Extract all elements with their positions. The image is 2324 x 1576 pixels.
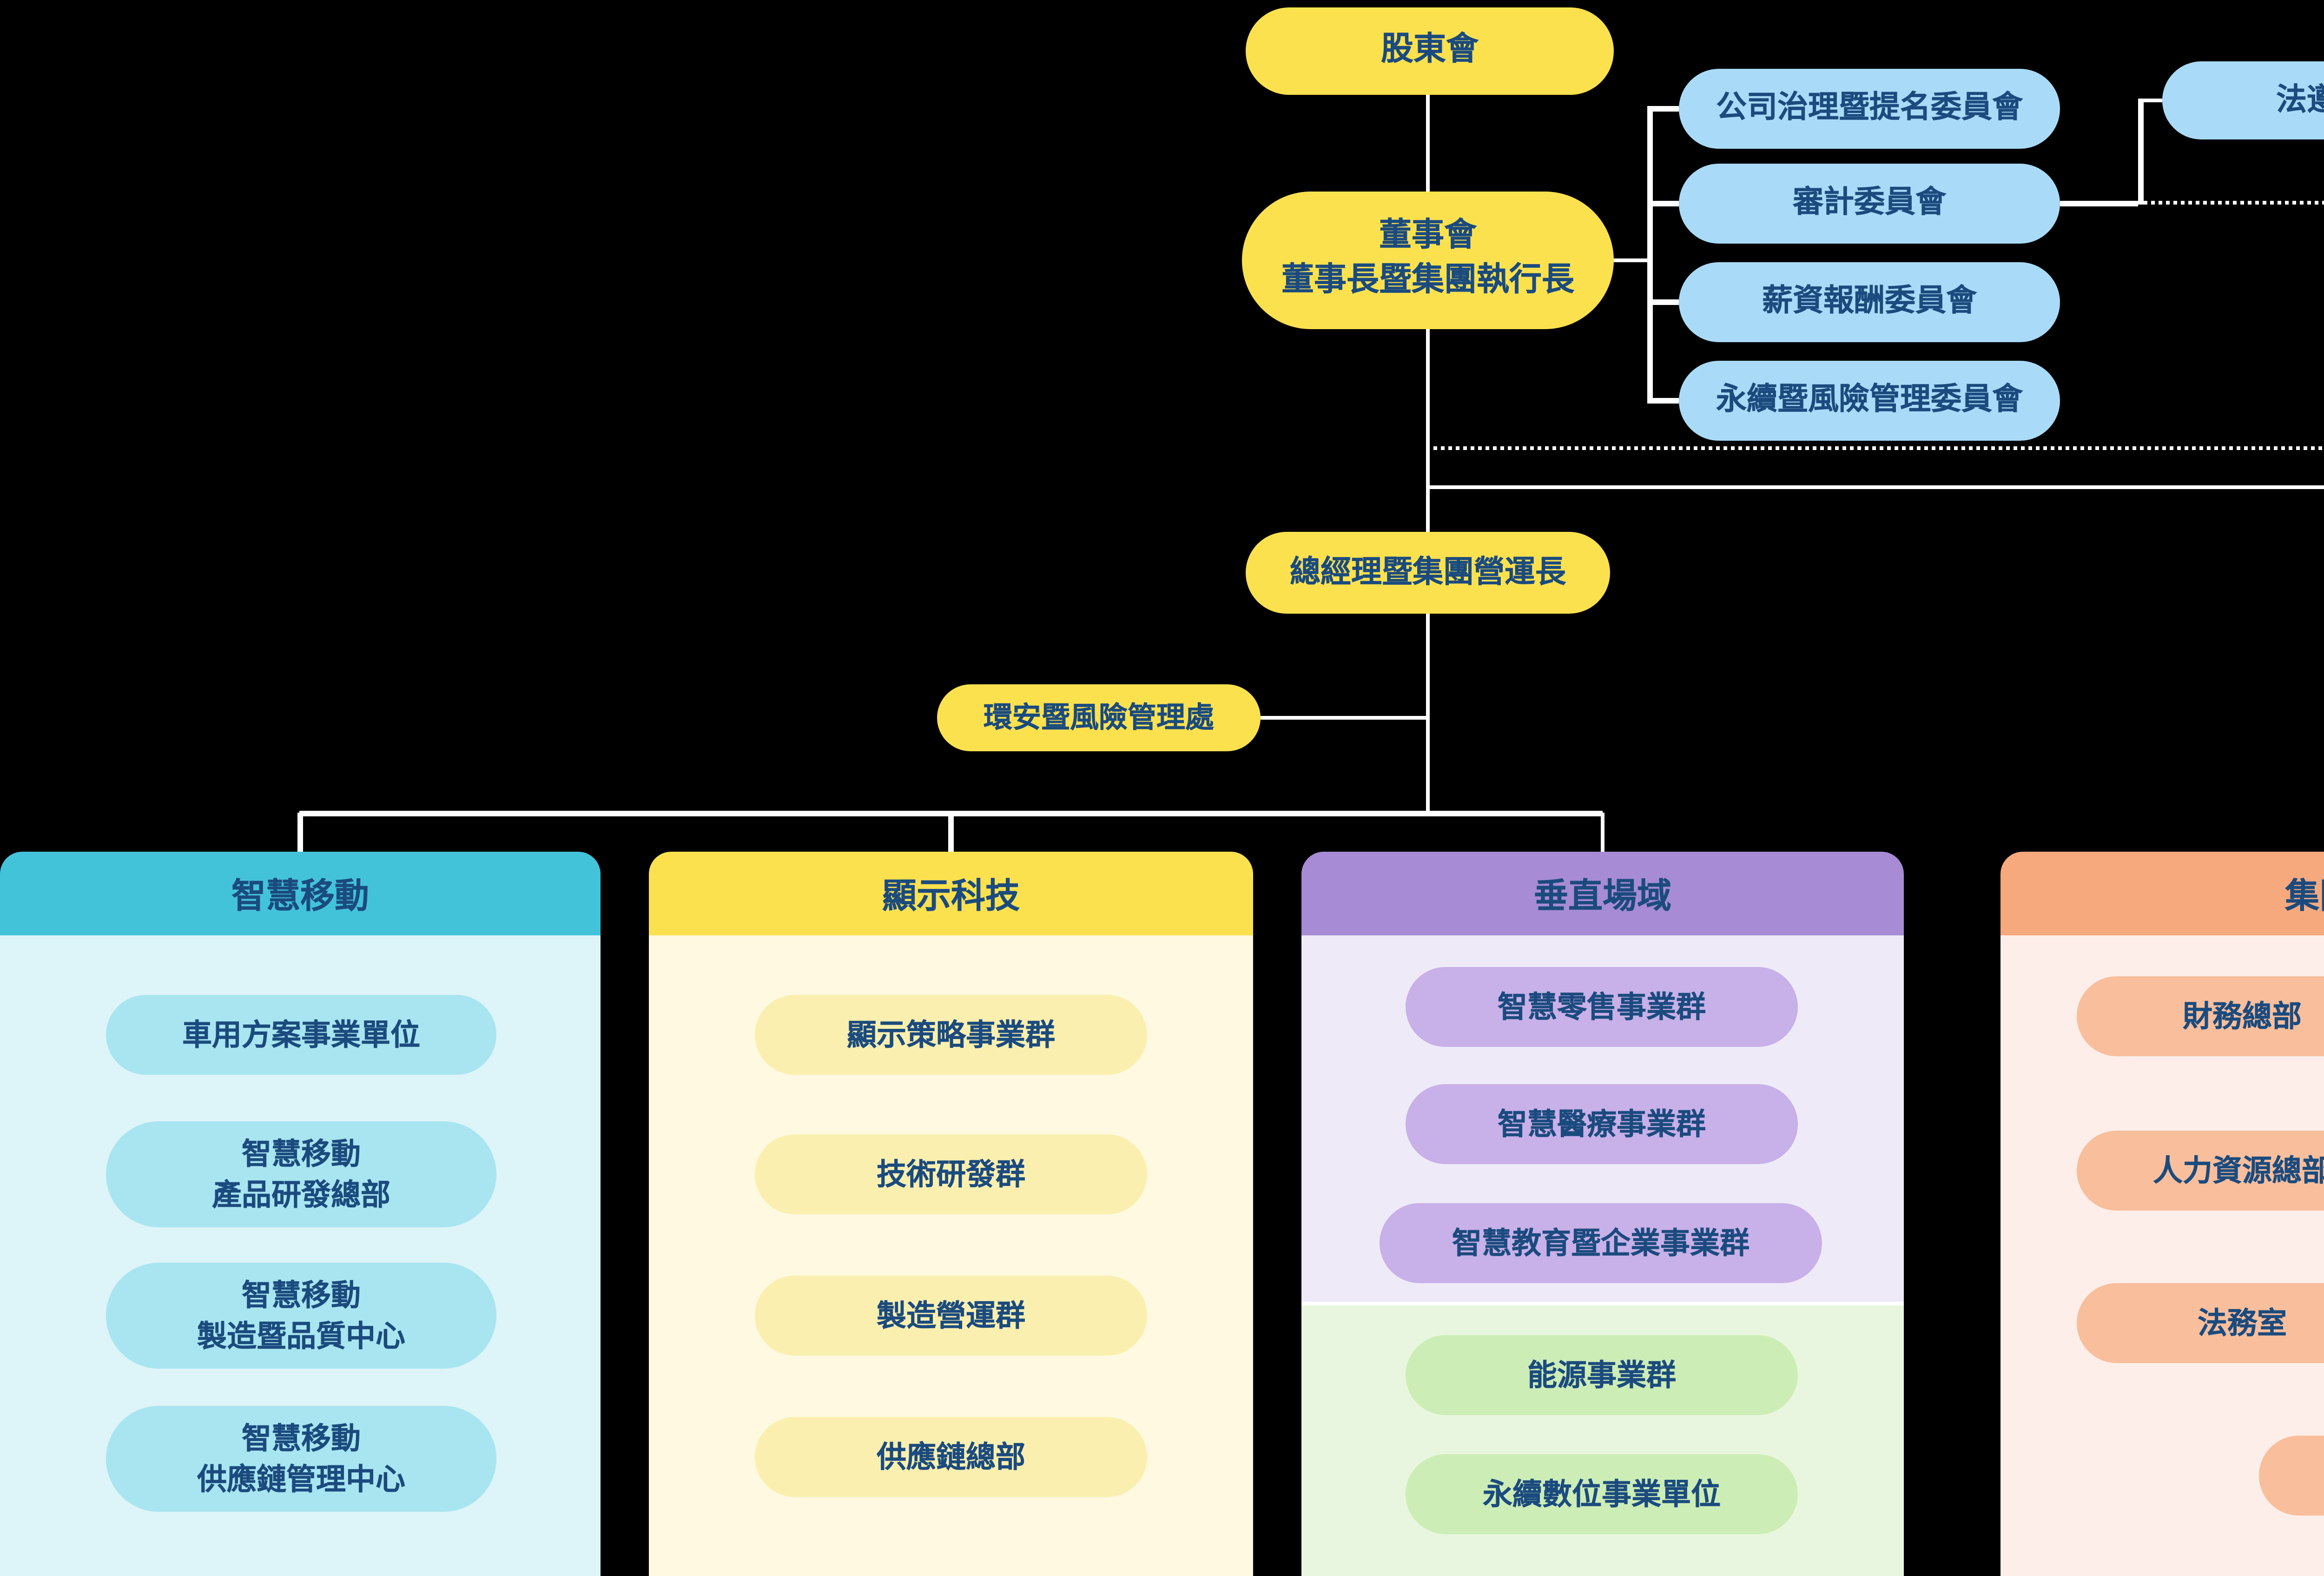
- connector-line: [1647, 300, 1679, 305]
- org-unit-pill: 能源事業群: [1406, 1335, 1798, 1415]
- committee-audit: 審計委員會: [1679, 164, 2060, 244]
- connector-line: [949, 813, 953, 852]
- connector-line: [1647, 201, 1679, 206]
- group-title: 顯示科技: [882, 877, 1020, 916]
- committee-compensation: 薪資報酬委員會: [1679, 262, 2060, 342]
- org-unit-pill: 車用方案事業單位: [106, 995, 496, 1075]
- node-shareholders-meeting: 股東會: [1246, 7, 1614, 95]
- group-vertical-domains: 垂直場域 智慧零售事業群 智慧醫療事業群 智慧教育暨企業事業群 能源事業群 永續…: [1301, 852, 1904, 1576]
- connector-line: [1614, 258, 1647, 263]
- org-unit-pill: 供應鏈總部: [755, 1417, 1147, 1497]
- org-unit-pill: 稽核管理處: [2259, 1436, 2324, 1516]
- connector-line: [1647, 398, 1679, 403]
- org-unit-pill: 人力資源總部: [2077, 1131, 2324, 1211]
- org-unit-pill: 智慧零售事業群: [1406, 967, 1798, 1047]
- group-header: 垂直場域: [1301, 852, 1904, 935]
- org-unit-pill: 顯示策略事業群: [755, 995, 1147, 1075]
- group-operations-support: 集團營運支援單位 財務總部 數位技術發展總部 人力資源總部 永續發展總部 法務室…: [2000, 852, 2324, 1576]
- connector-line: [2060, 201, 2138, 206]
- committee-sustainability-risk: 永續暨風險管理委員會: [1679, 361, 2060, 441]
- org-unit-pill: 法務室: [2077, 1283, 2324, 1363]
- org-unit-pill: 智慧醫療事業群: [1406, 1084, 1798, 1164]
- connector-line: [298, 813, 303, 852]
- group-header: 智慧移動: [0, 852, 601, 935]
- connector-line: [1426, 484, 2324, 489]
- node-board-of-directors: 董事會 董事長暨集團執行長: [1242, 192, 1614, 329]
- org-unit-pill: 技術研發群: [755, 1134, 1147, 1214]
- group-header: 顯示科技: [649, 852, 1253, 935]
- connector-line: [1261, 715, 1426, 720]
- node-chief-compliance-counsel: 法遵總顧問: [2162, 61, 2324, 139]
- org-unit-pill: 製造營運群: [755, 1276, 1147, 1356]
- node-president-coo: 總經理暨集團營運長: [1246, 532, 1610, 614]
- group-smart-mobility: 智慧移動 車用方案事業單位 智慧移動 產品研發總部 智慧移動 製造暨品質中心 智…: [0, 852, 601, 1576]
- org-unit-pill: 永續數位事業單位: [1406, 1454, 1798, 1534]
- committee-governance-nomination: 公司治理暨提名委員會: [1679, 69, 2060, 149]
- connector-line: [1425, 329, 1430, 534]
- org-unit-pill: 財務總部: [2077, 976, 2324, 1056]
- connector-line: [2138, 98, 2162, 103]
- group-title: 垂直場域: [1533, 877, 1671, 916]
- connector-line: [1647, 106, 1679, 111]
- org-unit-pill: 智慧移動 產品研發總部: [106, 1121, 496, 1227]
- org-unit-pill: 智慧移動 供應鏈管理中心: [106, 1406, 496, 1512]
- connector-line: [1600, 813, 1604, 852]
- org-unit-pill: 智慧移動 製造暨品質中心: [106, 1263, 496, 1369]
- group-display-technology: 顯示科技 顯示策略事業群 技術研發群 製造營運群 供應鏈總部: [649, 852, 1253, 1576]
- node-ehs-risk-management-office: 環安暨風險管理處: [937, 684, 1261, 751]
- group-header: 集團營運支援單位: [2000, 852, 2324, 935]
- connector-line: [1647, 106, 1652, 403]
- dotted-connector-line: [1426, 446, 2324, 450]
- connector-line: [2138, 98, 2143, 204]
- group-title: 智慧移動: [231, 877, 369, 916]
- group-title: 集團營運支援單位: [2284, 877, 2324, 916]
- connector-line: [1425, 614, 1430, 813]
- connector-line: [1425, 93, 1430, 193]
- org-unit-pill: 智慧教育暨企業事業群: [1380, 1203, 1822, 1283]
- dotted-connector-line: [2138, 200, 2324, 204]
